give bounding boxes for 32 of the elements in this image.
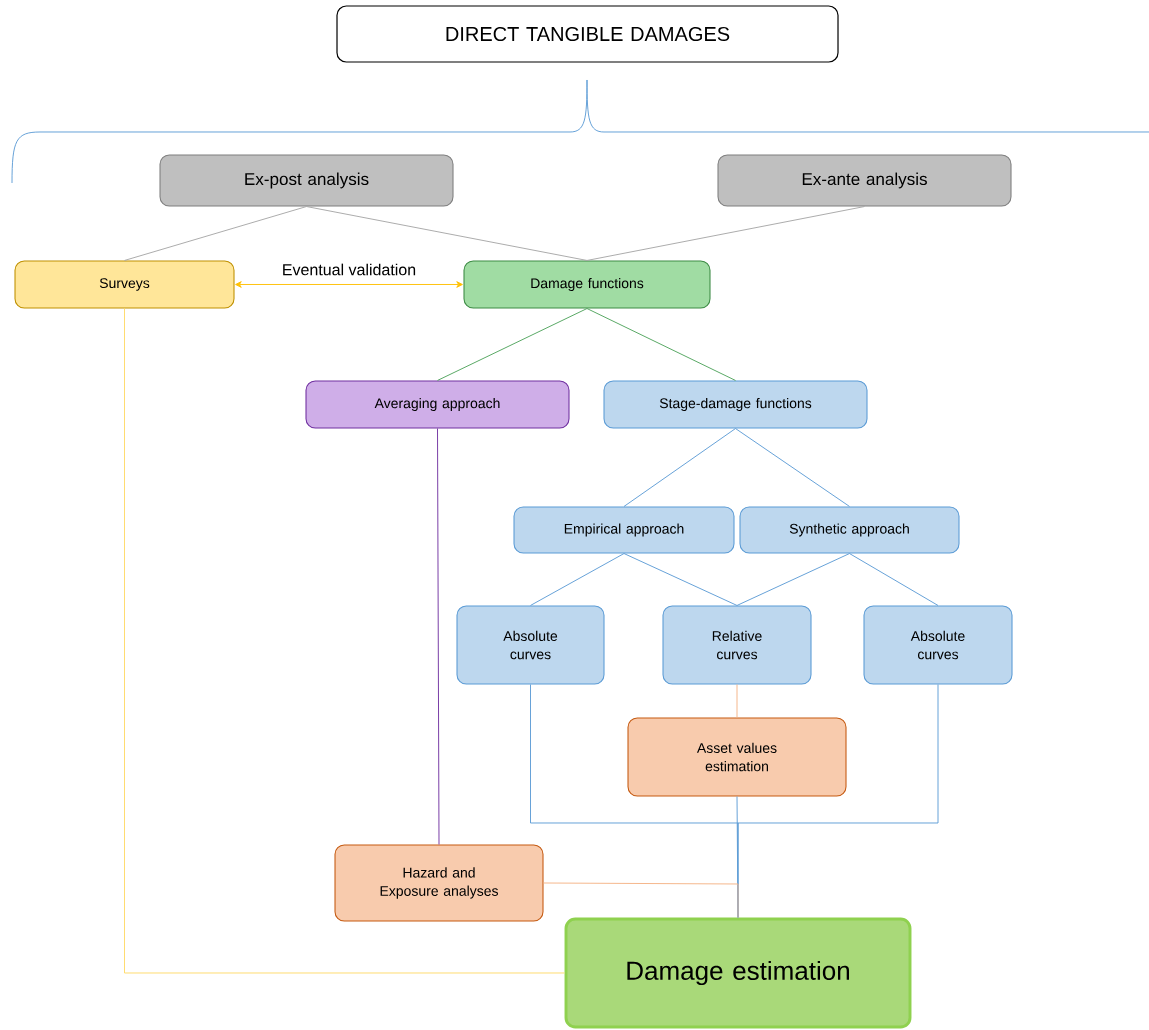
process-box: Empirical approach [513,506,735,554]
connector [586,308,736,381]
process-box: Stage-damage functions [603,380,868,429]
process-box: Relative curves [662,605,812,685]
connector [736,553,850,606]
connector [543,882,739,918]
process-box: Damage functions [463,260,711,309]
connector [736,684,738,718]
connector [735,428,850,507]
process-box: Surveys [14,260,235,309]
connector [530,553,625,606]
connector [235,281,463,288]
process-box: Damage estimation [564,917,912,1029]
process-box: Absolute curves [456,605,605,685]
process-box: Asset values estimation [627,717,847,797]
process-box: Absolute curves [863,605,1013,685]
connector [306,206,588,261]
connector [437,428,440,845]
title-box: DIRECT TANGIBLE DAMAGES [336,5,839,63]
process-box: Hazard and Exposure analyses [334,844,544,922]
connector [623,553,738,606]
process-box: Averaging approach [305,380,570,429]
connector [586,206,865,261]
connector [437,308,588,381]
connector [623,428,736,507]
connector [124,206,307,261]
process-box: Synthetic approach [739,506,960,554]
connector [124,308,565,974]
connector [849,553,939,606]
process-box: Ex-post analysis [159,154,454,207]
process-box: Ex-ante analysis [717,154,1012,207]
edge-label: Eventual validation [280,262,418,277]
